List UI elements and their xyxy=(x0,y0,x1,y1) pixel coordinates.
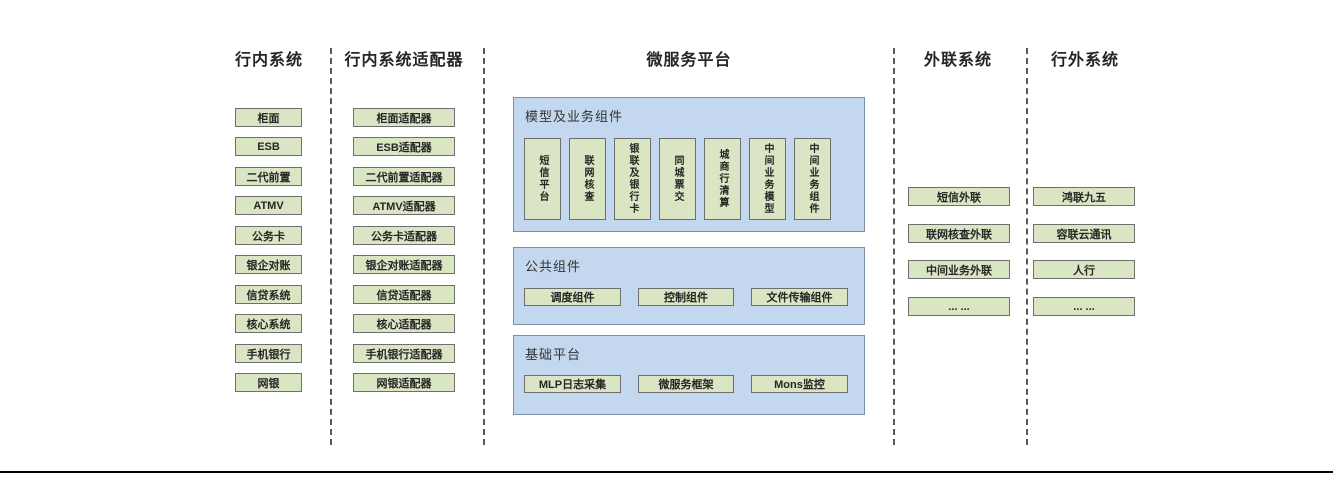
inbank-system-box: 二代前置 xyxy=(235,167,302,186)
panel-title: 基础平台 xyxy=(525,347,582,362)
inbank-system-box: 银企对账 xyxy=(235,255,302,274)
adapter-box: 二代前置适配器 xyxy=(353,167,455,186)
divider-4 xyxy=(1026,48,1028,445)
divider-3 xyxy=(893,48,895,445)
base-component-box: 微服务框架 xyxy=(638,375,734,393)
adapter-box: 银企对账适配器 xyxy=(353,255,455,274)
outlink-system-box: 中间业务外联 xyxy=(908,260,1010,279)
external-system-box: 容联云通讯 xyxy=(1033,224,1135,243)
outlink-system-box: ... ... xyxy=(908,297,1010,316)
base-component-box: MLP日志采集 xyxy=(524,375,621,393)
adapter-box: 公务卡适配器 xyxy=(353,226,455,245)
column-header-external: 行外系统 xyxy=(1050,52,1119,69)
model-component-box: 城商行清算 xyxy=(704,138,741,220)
model-component-box: 短信平台 xyxy=(524,138,561,220)
model-component-box: 同城票交 xyxy=(659,138,696,220)
panel-common-components: 公共组件 调度组件 控制组件 文件传输组件 xyxy=(513,247,865,325)
inbank-system-box: 手机银行 xyxy=(235,344,302,363)
model-component-box: 中间业务组件 xyxy=(794,138,831,220)
divider-2 xyxy=(483,48,485,445)
base-component-box: Mons监控 xyxy=(751,375,848,393)
bottom-rule xyxy=(0,471,1333,473)
adapter-box: 核心适配器 xyxy=(353,314,455,333)
inbank-system-box: 信贷系统 xyxy=(235,285,302,304)
common-component-box: 控制组件 xyxy=(638,288,734,306)
adapter-box: 手机银行适配器 xyxy=(353,344,455,363)
panel-base-platform: 基础平台 MLP日志采集 微服务框架 Mons监控 xyxy=(513,335,865,415)
common-component-box: 调度组件 xyxy=(524,288,621,306)
adapter-box: 信贷适配器 xyxy=(353,285,455,304)
adapter-box: ESB适配器 xyxy=(353,137,455,156)
adapter-box: 网银适配器 xyxy=(353,373,455,392)
column-header-inbank: 行内系统 xyxy=(234,52,303,69)
external-system-box: 鸿联九五 xyxy=(1033,187,1135,206)
inbank-system-box: 核心系统 xyxy=(235,314,302,333)
column-header-adapter: 行内系统适配器 xyxy=(344,52,464,69)
model-component-box: 联网核查 xyxy=(569,138,606,220)
outlink-system-box: 联网核查外联 xyxy=(908,224,1010,243)
divider-1 xyxy=(330,48,332,445)
inbank-system-box: 网银 xyxy=(235,373,302,392)
external-system-box: ... ... xyxy=(1033,297,1135,316)
external-system-box: 人行 xyxy=(1033,260,1135,279)
column-header-outlink: 外联系统 xyxy=(923,52,992,69)
panel-title: 模型及业务组件 xyxy=(525,109,624,124)
inbank-system-box: ESB xyxy=(235,137,302,156)
common-component-box: 文件传输组件 xyxy=(751,288,848,306)
column-header-platform: 微服务平台 xyxy=(646,52,732,69)
panel-title: 公共组件 xyxy=(525,259,582,274)
model-component-box: 银联及银行卡 xyxy=(614,138,651,220)
inbank-system-box: 柜面 xyxy=(235,108,302,127)
inbank-system-box: ATMV xyxy=(235,196,302,215)
adapter-box: ATMV适配器 xyxy=(353,196,455,215)
adapter-box: 柜面适配器 xyxy=(353,108,455,127)
inbank-system-box: 公务卡 xyxy=(235,226,302,245)
model-component-box: 中间业务模型 xyxy=(749,138,786,220)
outlink-system-box: 短信外联 xyxy=(908,187,1010,206)
panel-model-components: 模型及业务组件 短信平台 联网核查 银联及银行卡 同城票交 城商行清算 中间业务… xyxy=(513,97,865,232)
